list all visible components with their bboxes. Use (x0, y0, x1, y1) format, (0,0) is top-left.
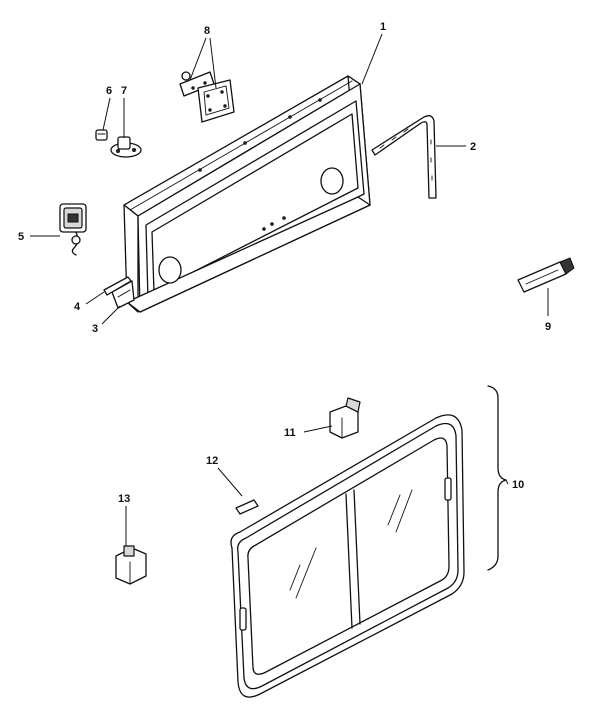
frame-right-opening (320, 167, 344, 195)
glass-reflection (295, 547, 317, 599)
tube-nozzle (559, 257, 575, 275)
callout-12: 12 (206, 455, 218, 467)
plate-hole (206, 94, 210, 98)
frame-top-crease (129, 80, 353, 211)
leader-6 (102, 97, 111, 131)
frame-hole (282, 216, 286, 220)
catch-tab (123, 545, 135, 557)
handle-screw (132, 148, 136, 152)
callout-13: 13 (118, 493, 130, 505)
callout-2: 2 (470, 141, 476, 153)
bracket-fold (117, 289, 131, 298)
plate-hole (208, 108, 212, 112)
plate-knob (181, 71, 191, 81)
callout-3: 3 (92, 323, 98, 335)
glass-reflection (289, 564, 301, 591)
callout-10: 10 (512, 479, 524, 491)
callout-6: 6 (106, 85, 112, 97)
glass-reflection (387, 494, 401, 526)
plate-large (197, 79, 235, 123)
part-12-pad (235, 499, 259, 515)
part-11-lock-clip (329, 397, 361, 439)
plate-hole (203, 81, 207, 85)
window-divider (345, 493, 353, 629)
clip-body (329, 405, 359, 439)
part-2-bent-rod (371, 115, 437, 199)
frame-hole (243, 141, 247, 145)
rod-dot (379, 144, 385, 149)
leader-8a (189, 37, 207, 81)
frame-bottom-flange (126, 196, 371, 313)
frame-hole (270, 222, 274, 226)
frame-hole (198, 168, 202, 172)
callout-8: 8 (204, 25, 210, 37)
window-right-slot (444, 477, 452, 501)
frame-inner-recess (151, 113, 359, 293)
clip-top (345, 397, 361, 413)
part-8-plates (179, 71, 235, 123)
leader-10 (505, 479, 509, 485)
callout-4: 4 (74, 301, 81, 313)
handle-grip (117, 136, 131, 150)
leader-12 (217, 467, 243, 497)
part-13-catch (115, 545, 147, 585)
callout-7: 7 (121, 85, 127, 97)
frame-inner-lip (145, 100, 365, 301)
callout-11: 11 (284, 427, 296, 439)
rod-dot (391, 136, 397, 141)
part-4-strip (103, 276, 132, 296)
leader-lines (30, 33, 549, 546)
window-frame-lip (237, 422, 459, 690)
plate-large-inner (203, 85, 230, 116)
handle-screw (116, 149, 120, 153)
latch-knob (71, 235, 81, 245)
frame-hole (262, 227, 266, 231)
pad-body (235, 499, 259, 515)
leader-1 (361, 33, 383, 85)
part-7-handle (110, 136, 142, 158)
plate-hole (191, 86, 195, 90)
callout-1: 1 (380, 21, 386, 33)
part-1-inner-frame (123, 75, 371, 313)
callout-9: 9 (545, 321, 551, 333)
callout-5: 5 (18, 231, 24, 243)
leader-3 (101, 305, 121, 325)
latch-slot (67, 213, 79, 223)
frame-left-opening (158, 256, 182, 284)
cap-body (95, 129, 108, 141)
strip-body (103, 276, 132, 296)
plate-hole (223, 104, 227, 108)
leader-4 (85, 291, 105, 305)
tube-crease (525, 269, 559, 285)
frame-hole (288, 115, 292, 119)
part-9-tube (517, 257, 575, 293)
part-6-cap (95, 129, 108, 141)
leader-11 (303, 425, 333, 433)
part-5-latch (59, 203, 87, 256)
part-10-window-assembly (230, 385, 507, 698)
rod-dot (403, 128, 409, 133)
assembly-brace (487, 385, 507, 571)
leader-8b (209, 37, 217, 89)
glass-reflection (395, 489, 413, 533)
bent-rod-body (371, 115, 437, 199)
frame-hole (318, 98, 322, 102)
window-left-slot (239, 607, 247, 631)
callout-labels: 1 2 3 4 5 6 7 8 9 10 11 12 13 (18, 21, 551, 505)
window-divider-2 (353, 489, 361, 625)
plate-hole (220, 90, 224, 94)
